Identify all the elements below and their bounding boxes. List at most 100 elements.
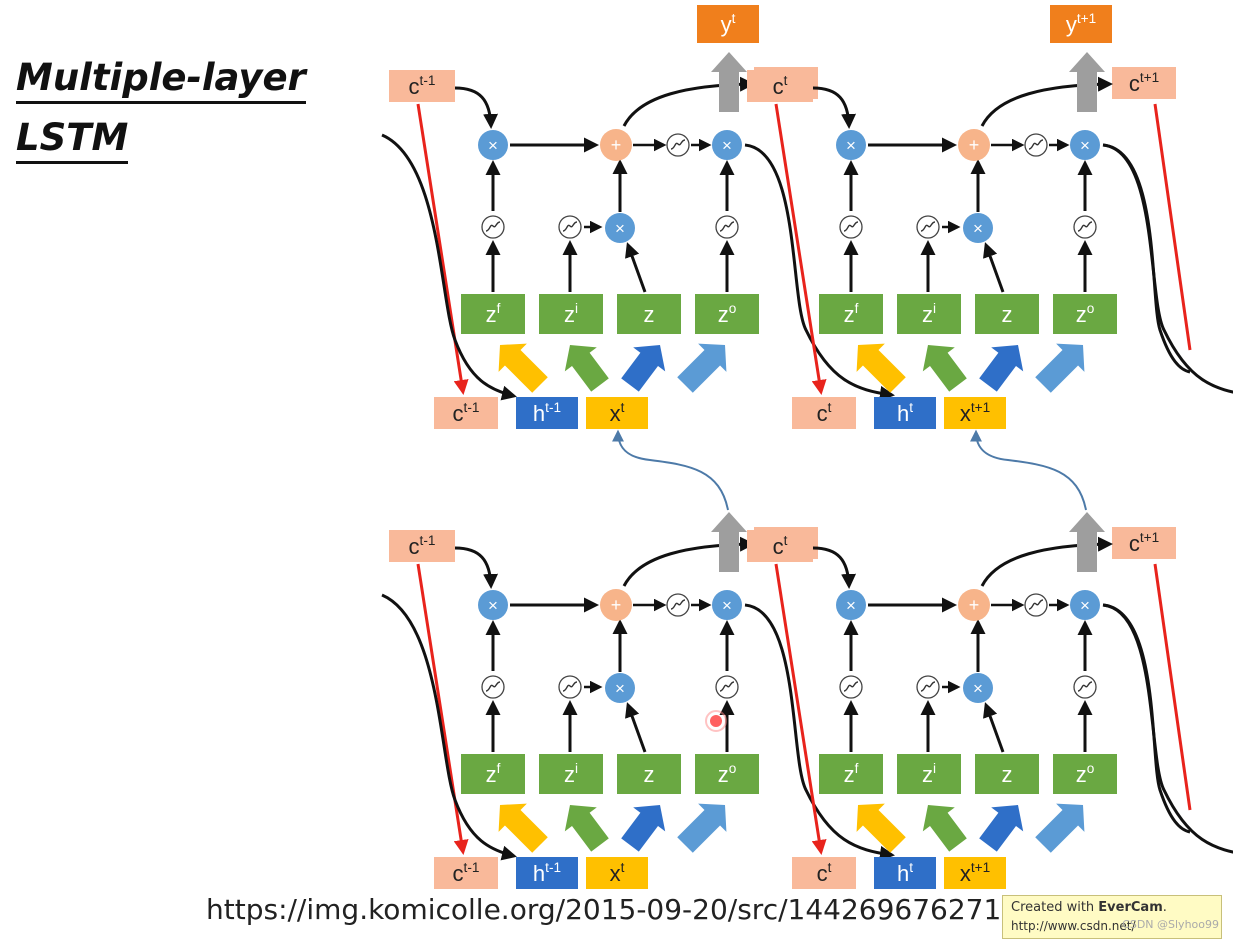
- c-in-box: [389, 70, 455, 102]
- fat-arrow-yellow: [856, 803, 906, 853]
- gate-zf: [461, 754, 525, 794]
- gate-zo-label: zo: [1076, 761, 1095, 787]
- c-bottom-box-label: ct: [817, 860, 832, 886]
- c-bottom-box: [792, 397, 856, 429]
- fat-arrow-yellow: [498, 343, 548, 393]
- h-bottom-box: [516, 857, 578, 889]
- fat-arrow-yellow: [856, 343, 906, 393]
- x-bottom-box-label: xt+1: [960, 860, 990, 886]
- arrow-h-to-next: [744, 143, 895, 401]
- sigmoid-c-curve: [670, 139, 686, 150]
- mult-forget-symbol: ×: [488, 136, 498, 155]
- gate-zi-label: zi: [922, 761, 936, 787]
- fat-arrow-green: [922, 345, 967, 392]
- h-bottom-box: [874, 397, 936, 429]
- sigmoid-o: [715, 675, 739, 699]
- sigmoid-c-curve: [1028, 139, 1044, 150]
- arrow-h-to-next: [744, 603, 895, 861]
- gate-zf-label: zf: [844, 761, 859, 787]
- x-bottom-box: [944, 397, 1006, 429]
- y-box-t1-label: yt+1: [1066, 11, 1096, 37]
- mult-output-symbol: ×: [1080, 136, 1090, 155]
- incoming-h-bottom: [381, 593, 517, 861]
- fat-arrow-green: [564, 345, 609, 392]
- gate-z: [617, 294, 681, 334]
- mult-input-symbol: ×: [615, 219, 625, 238]
- gate-zi: [897, 754, 961, 794]
- arrow-cin-to-forget: [454, 86, 499, 129]
- sigmoid-i-curve: [920, 681, 936, 692]
- sigmoid-i-curve: [920, 221, 936, 232]
- mult-output: [1070, 130, 1100, 160]
- c-out-box-label: ct+1: [1129, 70, 1159, 96]
- fat-arrow-blue: [979, 345, 1024, 392]
- sigmoid-o-curve: [1077, 681, 1093, 692]
- x-bottom-box-label: xt+1: [960, 400, 990, 426]
- mult-forget-symbol: ×: [846, 136, 856, 155]
- gate-z: [975, 294, 1039, 334]
- y-box-t-label: yt: [721, 11, 736, 37]
- sigmoid-i: [558, 675, 582, 699]
- fat-arrow-lightblue: [677, 803, 727, 853]
- sigmoid-f: [839, 215, 863, 239]
- cursor-dot: [710, 715, 722, 727]
- sigmoid-f-curve: [485, 681, 501, 692]
- gate-zo-label: zo: [718, 761, 737, 787]
- gate-zo: [695, 294, 759, 334]
- gate-zi-label: zi: [922, 301, 936, 327]
- gate-zf-label: zf: [486, 301, 501, 327]
- sigmoid-o-curve: [1077, 221, 1093, 232]
- csdn-overlay: CSDN @Slyhoo99: [1122, 918, 1219, 931]
- arrow-h-to-next: [1102, 143, 1233, 394]
- sigmoid-f-curve: [485, 221, 501, 232]
- mult-forget: [478, 590, 508, 620]
- y-output-1: yt: [697, 5, 759, 43]
- gate-z-label: z: [644, 302, 655, 327]
- gate-zi-label: zi: [564, 761, 578, 787]
- mult-input: [963, 213, 993, 243]
- mult-input: [605, 213, 635, 243]
- watermark-prefix: Created with: [1011, 900, 1099, 915]
- sigmoid-c: [1024, 133, 1048, 157]
- sigmoid-f-curve: [843, 221, 859, 232]
- mult-forget-symbol: ×: [846, 596, 856, 615]
- c-out-box: [1112, 67, 1176, 99]
- plus-node: [600, 589, 632, 621]
- watermark-suffix: .: [1162, 900, 1167, 915]
- grey-output-arrow: [1069, 52, 1105, 112]
- gate-zo: [1053, 754, 1117, 794]
- mult-output: [1070, 590, 1100, 620]
- sigmoid-o-curve: [719, 221, 735, 232]
- fat-arrow-lightblue: [677, 343, 727, 393]
- cursor-ring: [705, 710, 727, 732]
- red-arrow-c: [416, 103, 469, 395]
- y-output-2: yt+1: [1050, 5, 1112, 43]
- sigmoid-c: [666, 593, 690, 617]
- plus-node: [958, 589, 990, 621]
- sigmoid-f: [481, 215, 505, 239]
- c-bottom-box: [434, 857, 498, 889]
- arrow-z-up: [983, 702, 1005, 753]
- incoming-h-top: [381, 133, 517, 401]
- diagram-misc: [381, 103, 1192, 861]
- grey-output-arrow: [1069, 512, 1105, 572]
- sigmoid-f: [481, 675, 505, 699]
- lstm-cell-bottom-1: ct-1ctzfzizzo××+×ct-1ht-1xt: [389, 512, 895, 889]
- arrow-cin-to-forget: [812, 546, 857, 589]
- source-url[interactable]: https://img.komicolle.org/2015-09-20/src…: [206, 893, 1082, 926]
- mult-forget-symbol: ×: [488, 596, 498, 615]
- arrow-h-to-next: [1102, 603, 1233, 854]
- y-box-t1: [1050, 5, 1112, 43]
- fat-arrow-blue: [979, 805, 1024, 852]
- plus-node: [958, 129, 990, 161]
- sigmoid-c: [1024, 593, 1048, 617]
- mult-input-symbol: ×: [973, 679, 983, 698]
- sigmoid-i: [916, 215, 940, 239]
- gate-zf: [819, 754, 883, 794]
- sigmoid-f: [839, 675, 863, 699]
- red-arrow-right-bottom: [1153, 563, 1192, 811]
- arrow-z-up: [983, 242, 1005, 293]
- sigmoid-c-curve: [670, 599, 686, 610]
- gate-zf-label: zf: [844, 301, 859, 327]
- fat-arrow-lightblue: [1035, 803, 1085, 853]
